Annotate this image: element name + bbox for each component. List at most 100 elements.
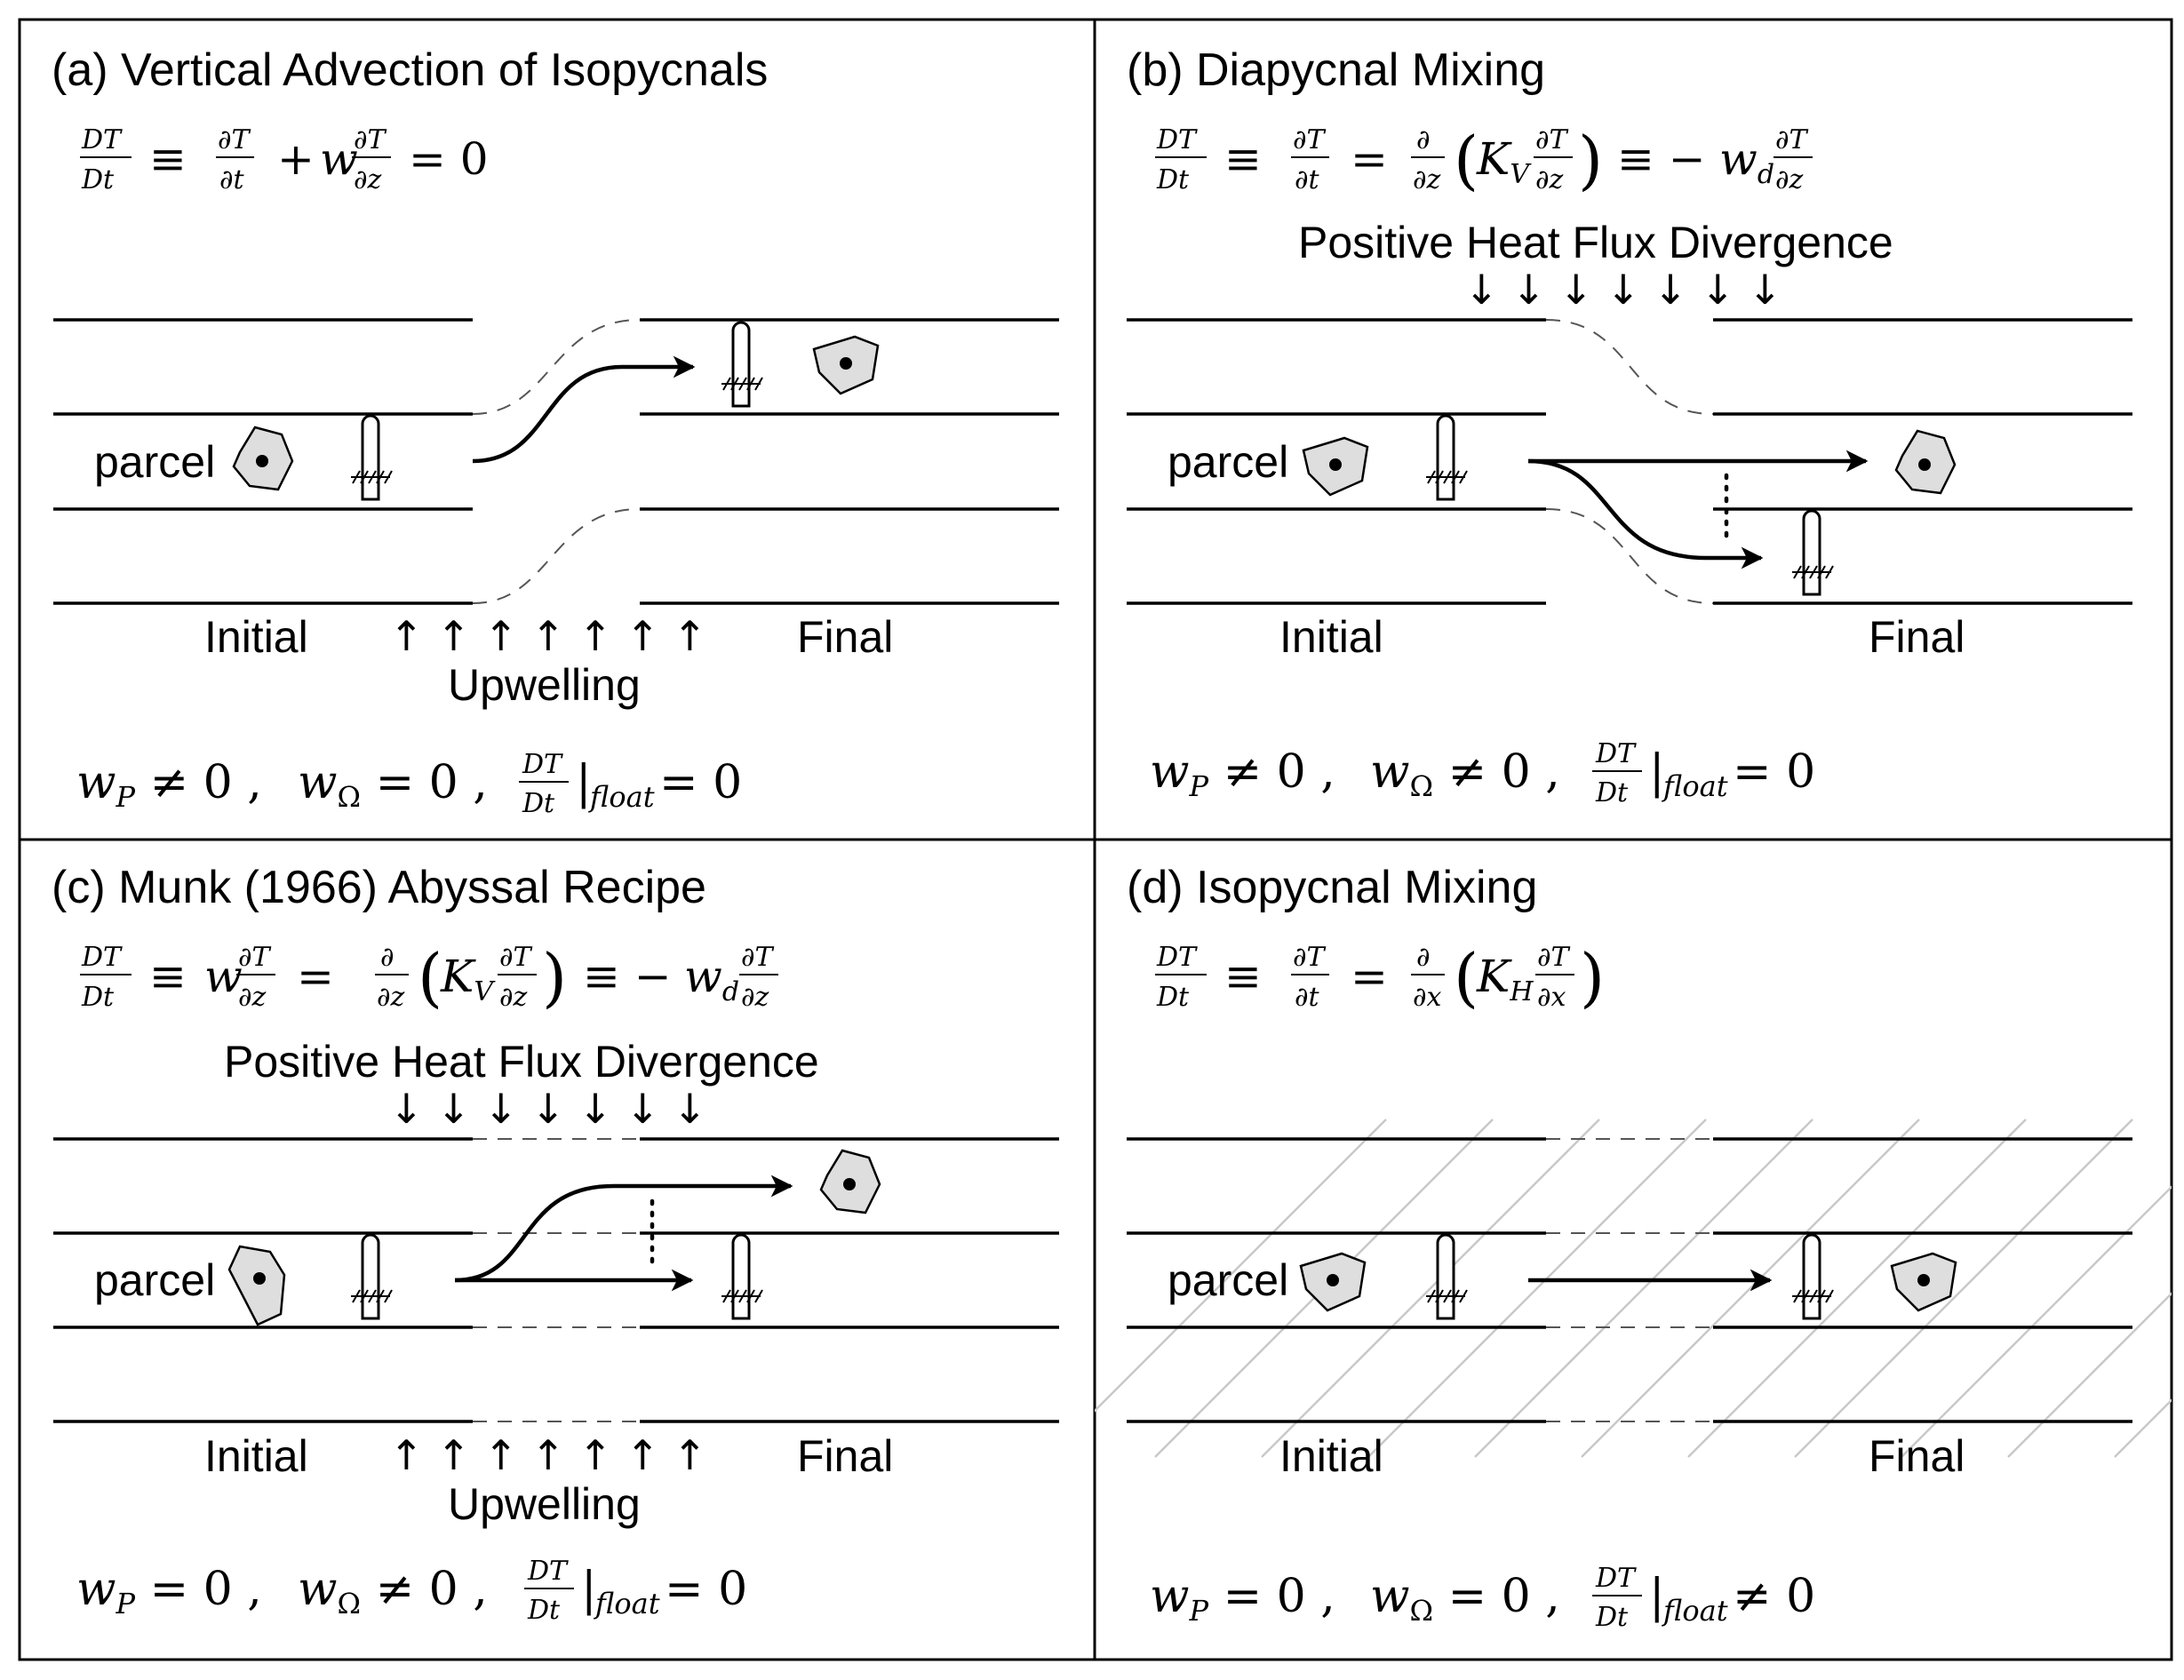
panel-c-float-initial xyxy=(349,1233,394,1320)
svg-text:|: | xyxy=(576,756,592,809)
svg-text:DT: DT xyxy=(1156,942,1198,973)
svg-text:∂z: ∂z xyxy=(354,164,382,195)
panel-a-upwelling-label: Upwelling xyxy=(448,660,641,710)
panel-c-parcel-initial xyxy=(227,1245,286,1326)
panel-d-float-initial xyxy=(1424,1233,1469,1320)
panel-c-parcel-arrow xyxy=(454,1174,793,1283)
svg-text:w: w xyxy=(204,951,243,1002)
svg-text:∂x: ∂x xyxy=(1537,982,1566,1013)
panel-c-final-label: Final xyxy=(797,1431,893,1481)
svg-text:): ) xyxy=(1578,123,1603,197)
hatch-line xyxy=(1687,1119,2027,1458)
hatch-line xyxy=(1794,1119,2133,1458)
svg-text:w: w xyxy=(320,133,358,185)
svg-text:=: = xyxy=(297,951,334,1002)
svg-text:KH: KH xyxy=(1476,951,1534,1007)
svg-text:wΩ = 0 ,: wΩ = 0 , xyxy=(298,756,488,814)
svg-text:wP ≠ 0 ,: wP ≠ 0 , xyxy=(76,756,262,814)
panel-c-parcel-label: parcel xyxy=(94,1255,215,1305)
svg-text:≠ 0: ≠ 0 xyxy=(1733,1570,1815,1623)
panel-c-heat-flux-arrows: ↓ ↓ ↓ ↓ ↓ ↓ ↓ xyxy=(389,1085,707,1133)
svg-text:∂T: ∂T xyxy=(238,942,272,973)
svg-text:wd: wd xyxy=(684,951,739,1007)
svg-text:∂T: ∂T xyxy=(218,124,251,155)
panel-a-isopycnals xyxy=(53,318,1059,605)
svg-text:float: float xyxy=(1662,769,1728,803)
svg-text:DT: DT xyxy=(522,749,563,780)
panel-b-parcel-initial xyxy=(1302,436,1369,497)
svg-text:wd: wd xyxy=(1719,133,1774,190)
panel-c-isopycnals xyxy=(53,1137,1059,1423)
svg-text:∂t: ∂t xyxy=(1295,982,1320,1013)
panel-d-float-final xyxy=(1790,1233,1835,1320)
svg-text:∂z: ∂z xyxy=(238,982,267,1013)
panel-b-float-final xyxy=(1790,509,1835,596)
svg-text:∂T: ∂T xyxy=(499,942,533,973)
panel-b: (b) Diapycnal Mixing DT Dt ≡ ∂T ∂t = ∂ ∂… xyxy=(1127,44,2132,808)
panel-c-heat-flux-label: Positive Heat Flux Divergence xyxy=(224,1037,819,1087)
panel-a-equation: DT Dt ≡ ∂T ∂t + w ∂T ∂z = 0 xyxy=(80,124,489,195)
hatch-line xyxy=(1474,1119,1813,1458)
svg-text:Dt: Dt xyxy=(527,1595,561,1626)
svg-text:wΩ ≠ 0 ,: wΩ ≠ 0 , xyxy=(298,1563,488,1620)
svg-text:≡ −: ≡ − xyxy=(1617,133,1706,185)
svg-text:DT: DT xyxy=(1595,738,1637,769)
panel-a-initial-label: Initial xyxy=(204,612,308,662)
svg-text:(: ( xyxy=(1454,123,1479,197)
svg-text:∂T: ∂T xyxy=(1293,124,1327,155)
hatch-line xyxy=(1367,1119,1707,1458)
svg-text:KV: KV xyxy=(440,951,496,1007)
svg-text:∂: ∂ xyxy=(1416,942,1431,973)
hatch-line xyxy=(1095,1119,1387,1413)
panel-c-conditions: wP = 0 , wΩ ≠ 0 , DT Dt | float = 0 xyxy=(76,1556,747,1626)
panel-c-initial-label: Initial xyxy=(204,1431,308,1481)
panel-b-initial-label: Initial xyxy=(1279,612,1383,662)
panel-b-final-label: Final xyxy=(1869,612,1965,662)
svg-text:= 0: = 0 xyxy=(409,133,489,185)
svg-text:DT: DT xyxy=(81,124,123,155)
panel-d-conditions: wP = 0 , wΩ = 0 , DT Dt | float ≠ 0 xyxy=(1150,1563,1815,1633)
panel-a: (a) Vertical Advection of Isopycnals DT … xyxy=(52,44,1059,819)
panel-c-upwelling-arrows: ↑ ↑ ↑ ↑ ↑ ↑ ↑ xyxy=(389,1431,707,1479)
svg-text:∂t: ∂t xyxy=(219,164,245,195)
svg-text:Dt: Dt xyxy=(1595,777,1629,808)
panel-c-parcel-final xyxy=(819,1149,881,1214)
svg-text:Dt: Dt xyxy=(522,788,555,819)
svg-text:≡: ≡ xyxy=(149,133,187,185)
panel-b-parcel-final xyxy=(1894,429,1957,495)
svg-text:= 0: = 0 xyxy=(659,756,742,809)
svg-text:≡: ≡ xyxy=(1224,133,1262,185)
svg-text:∂: ∂ xyxy=(380,942,395,973)
svg-text:∂T: ∂T xyxy=(354,124,387,155)
panel-d-title: (d) Isopycnal Mixing xyxy=(1127,862,1537,913)
panel-d-equation: DT Dt ≡ ∂T ∂t = ∂ ∂x ( KH ∂T ∂x ) xyxy=(1155,940,1605,1015)
svg-text:Dt: Dt xyxy=(1156,164,1190,195)
panel-d-initial-label: Initial xyxy=(1279,1431,1383,1481)
svg-text:Dt: Dt xyxy=(81,164,115,195)
svg-text:∂z: ∂z xyxy=(377,982,405,1013)
svg-text:wP = 0 ,: wP = 0 , xyxy=(76,1563,262,1620)
svg-text:Dt: Dt xyxy=(1156,982,1190,1013)
svg-text:≡: ≡ xyxy=(1224,951,1262,1002)
svg-text:∂T: ∂T xyxy=(1775,124,1809,155)
svg-text:|: | xyxy=(581,1563,597,1616)
panel-a-upwelling-arrows: ↑ ↑ ↑ ↑ ↑ ↑ ↑ xyxy=(389,612,707,660)
panel-a-parcel-initial xyxy=(232,426,294,491)
svg-text:∂x: ∂x xyxy=(1413,982,1442,1013)
svg-text:|: | xyxy=(1649,745,1665,799)
panel-a-float-final xyxy=(720,321,764,408)
svg-text:wΩ = 0 ,: wΩ = 0 , xyxy=(1370,1570,1560,1628)
hatch-line xyxy=(2114,1398,2172,1458)
svg-text:Dt: Dt xyxy=(1595,1602,1629,1633)
svg-text:DT: DT xyxy=(1595,1563,1637,1594)
svg-text:=: = xyxy=(1351,133,1388,185)
svg-text:): ) xyxy=(1580,940,1605,1015)
panel-d-parcel-label: parcel xyxy=(1168,1255,1288,1305)
panel-a-title: (a) Vertical Advection of Isopycnals xyxy=(52,44,768,96)
svg-text:float: float xyxy=(1662,1594,1728,1628)
svg-text:= 0: = 0 xyxy=(1733,745,1815,799)
hatch-line xyxy=(1261,1119,1600,1458)
hatch-line xyxy=(1581,1119,1920,1458)
panel-b-isopycnals xyxy=(1127,318,2132,605)
